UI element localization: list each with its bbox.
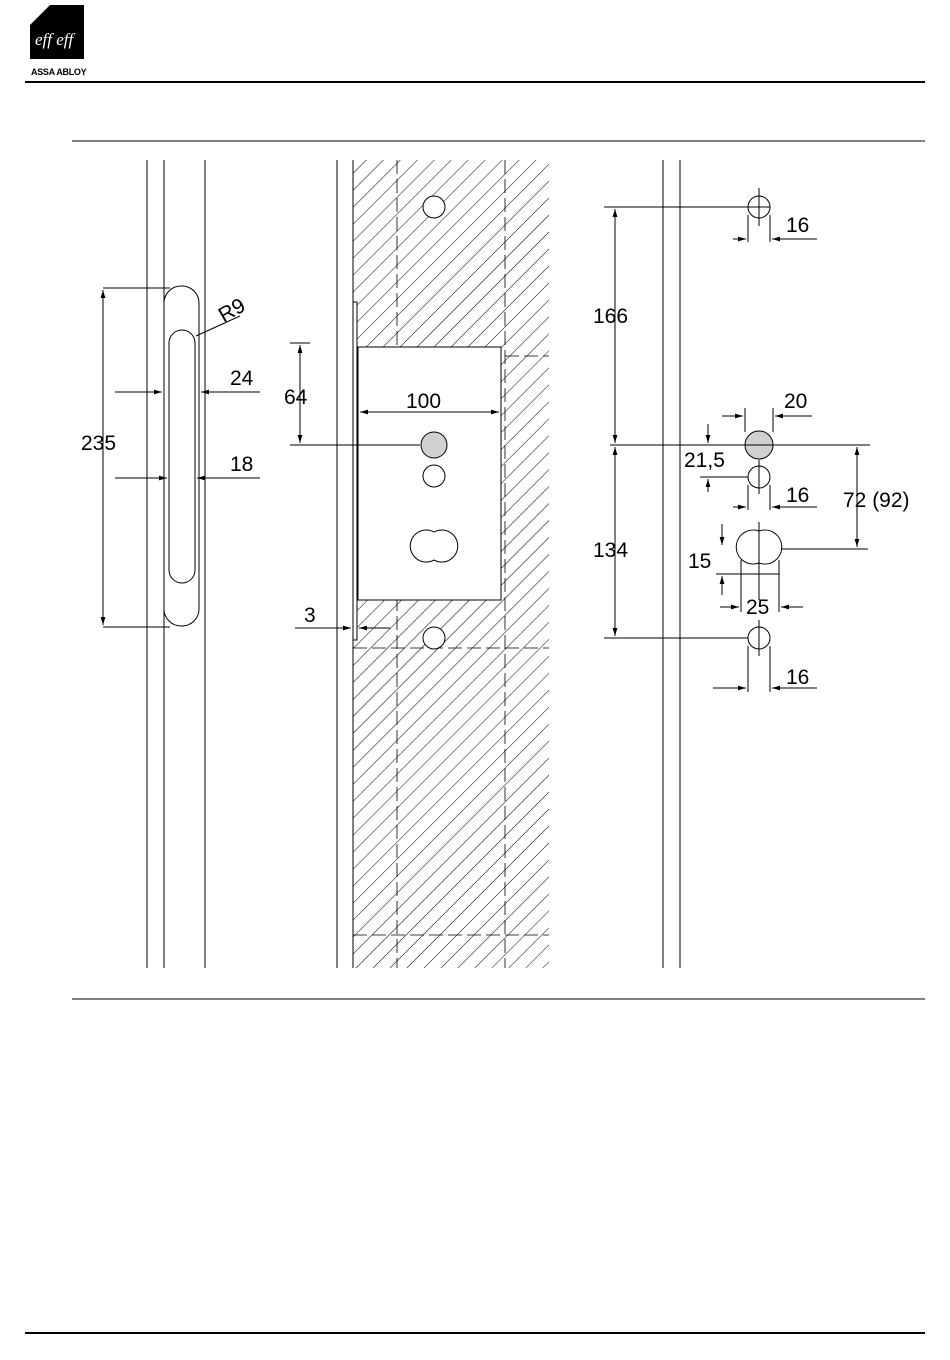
pull-inner <box>169 330 195 583</box>
dim-faceplate: 3 <box>304 604 316 627</box>
dim-spindle-offset: 21,5 <box>684 449 725 472</box>
dim-cylinder-length: 25 <box>746 596 769 619</box>
left-view <box>103 160 262 968</box>
screw-hole-bottom <box>423 627 445 649</box>
screw-hole-top <box>423 196 445 218</box>
dim-pull-radius: R9 <box>215 294 250 327</box>
small-hole <box>423 465 445 487</box>
dim-bottom-hole: 16 <box>786 666 809 689</box>
dim-spindle: 20 <box>784 390 807 413</box>
dim-top-hole: 16 <box>786 214 809 237</box>
dim-small-hole: 16 <box>786 484 809 507</box>
footer-rule <box>25 1332 925 1334</box>
faceplate <box>353 302 357 640</box>
dim-top-distance: 166 <box>593 305 628 328</box>
spindle-hole <box>421 432 447 458</box>
dim-bottom-distance: 134 <box>593 539 628 562</box>
cylinder-hole <box>410 530 457 562</box>
dim-pull-outer-width: 24 <box>230 367 254 390</box>
right-view <box>604 160 870 968</box>
middle-view <box>290 160 549 968</box>
dim-handle-offset: 64 <box>284 386 308 409</box>
dim-center-distance: 72 (92) <box>843 489 910 512</box>
dim-pull-inner-width: 18 <box>230 453 253 476</box>
dim-pull-length: 235 <box>81 432 116 455</box>
dim-cylinder-width: 15 <box>688 550 711 573</box>
dim-backset: 100 <box>406 390 441 413</box>
